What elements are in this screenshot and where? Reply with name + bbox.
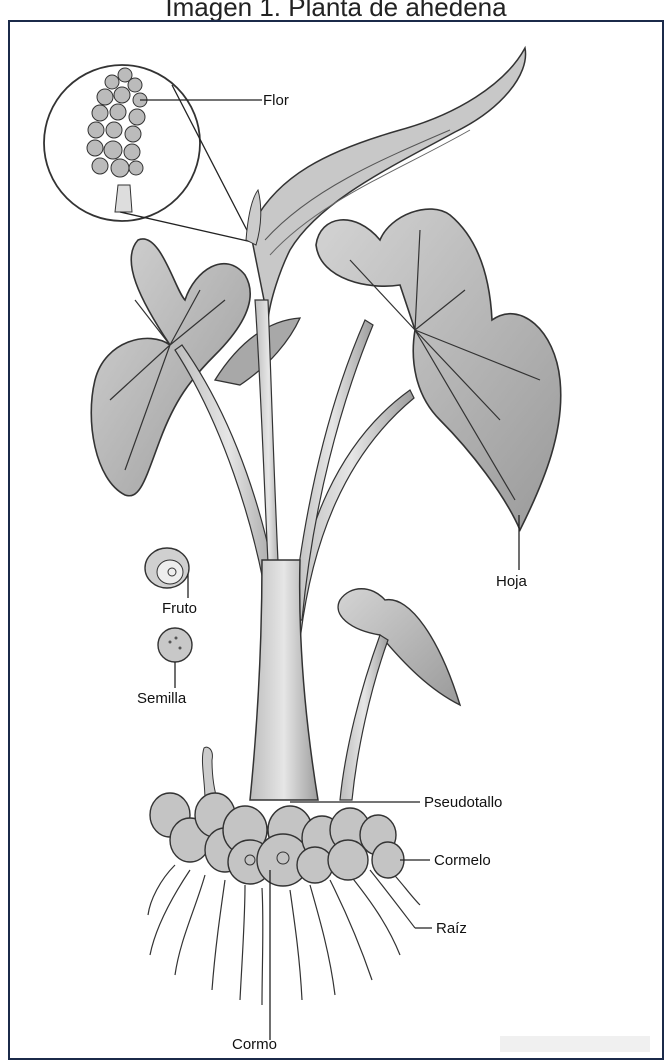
fruit-icon: [145, 548, 189, 588]
petiole-right-2: [292, 320, 373, 620]
small-leaf: [338, 589, 460, 705]
label-pseudotallo: Pseudotallo: [424, 794, 502, 811]
label-semilla: Semilla: [137, 690, 186, 707]
seed-icon: [158, 628, 192, 662]
label-cormo: Cormo: [232, 1036, 277, 1053]
label-fruto: Fruto: [162, 600, 197, 617]
label-flor: Flor: [263, 92, 289, 109]
label-hoja: Hoja: [496, 573, 527, 590]
label-cormelo: Cormelo: [434, 852, 491, 869]
label-raiz: Raíz: [436, 920, 467, 937]
pseudostem: [250, 560, 318, 800]
watermark: [500, 1036, 650, 1052]
